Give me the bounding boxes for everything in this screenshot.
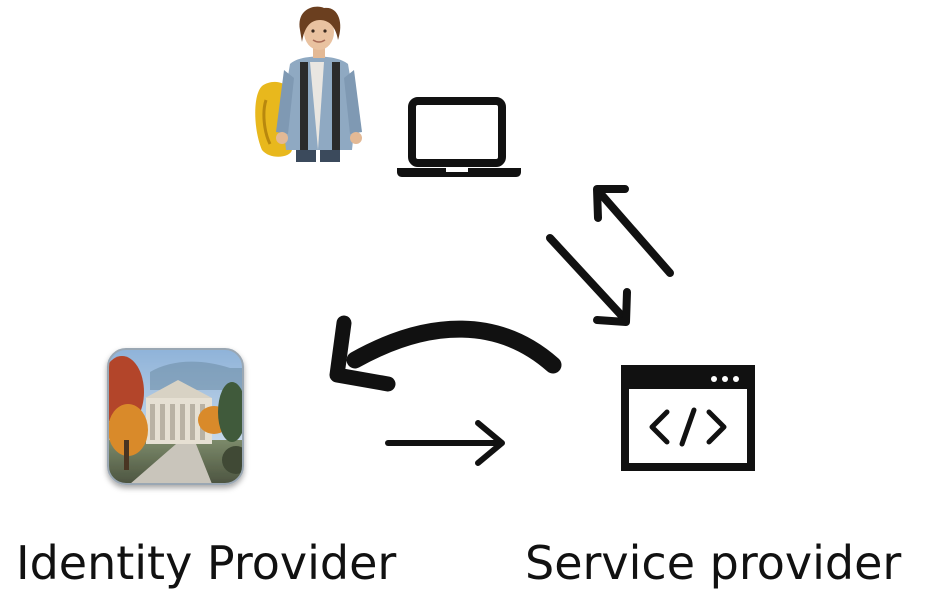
service-to-laptop-arrow — [593, 185, 674, 277]
laptop-icon — [397, 97, 521, 177]
code-window-icon — [621, 365, 755, 471]
assertion-to-sp-arrow — [385, 420, 505, 466]
redirect-to-idp-arrow — [329, 315, 562, 392]
university-building-icon — [107, 348, 244, 485]
laptop-to-service-arrow — [546, 234, 631, 326]
identity-provider-label: Identity Provider — [16, 536, 397, 590]
service-provider-label: Service provider — [525, 536, 902, 590]
student-photo-icon — [255, 6, 362, 162]
